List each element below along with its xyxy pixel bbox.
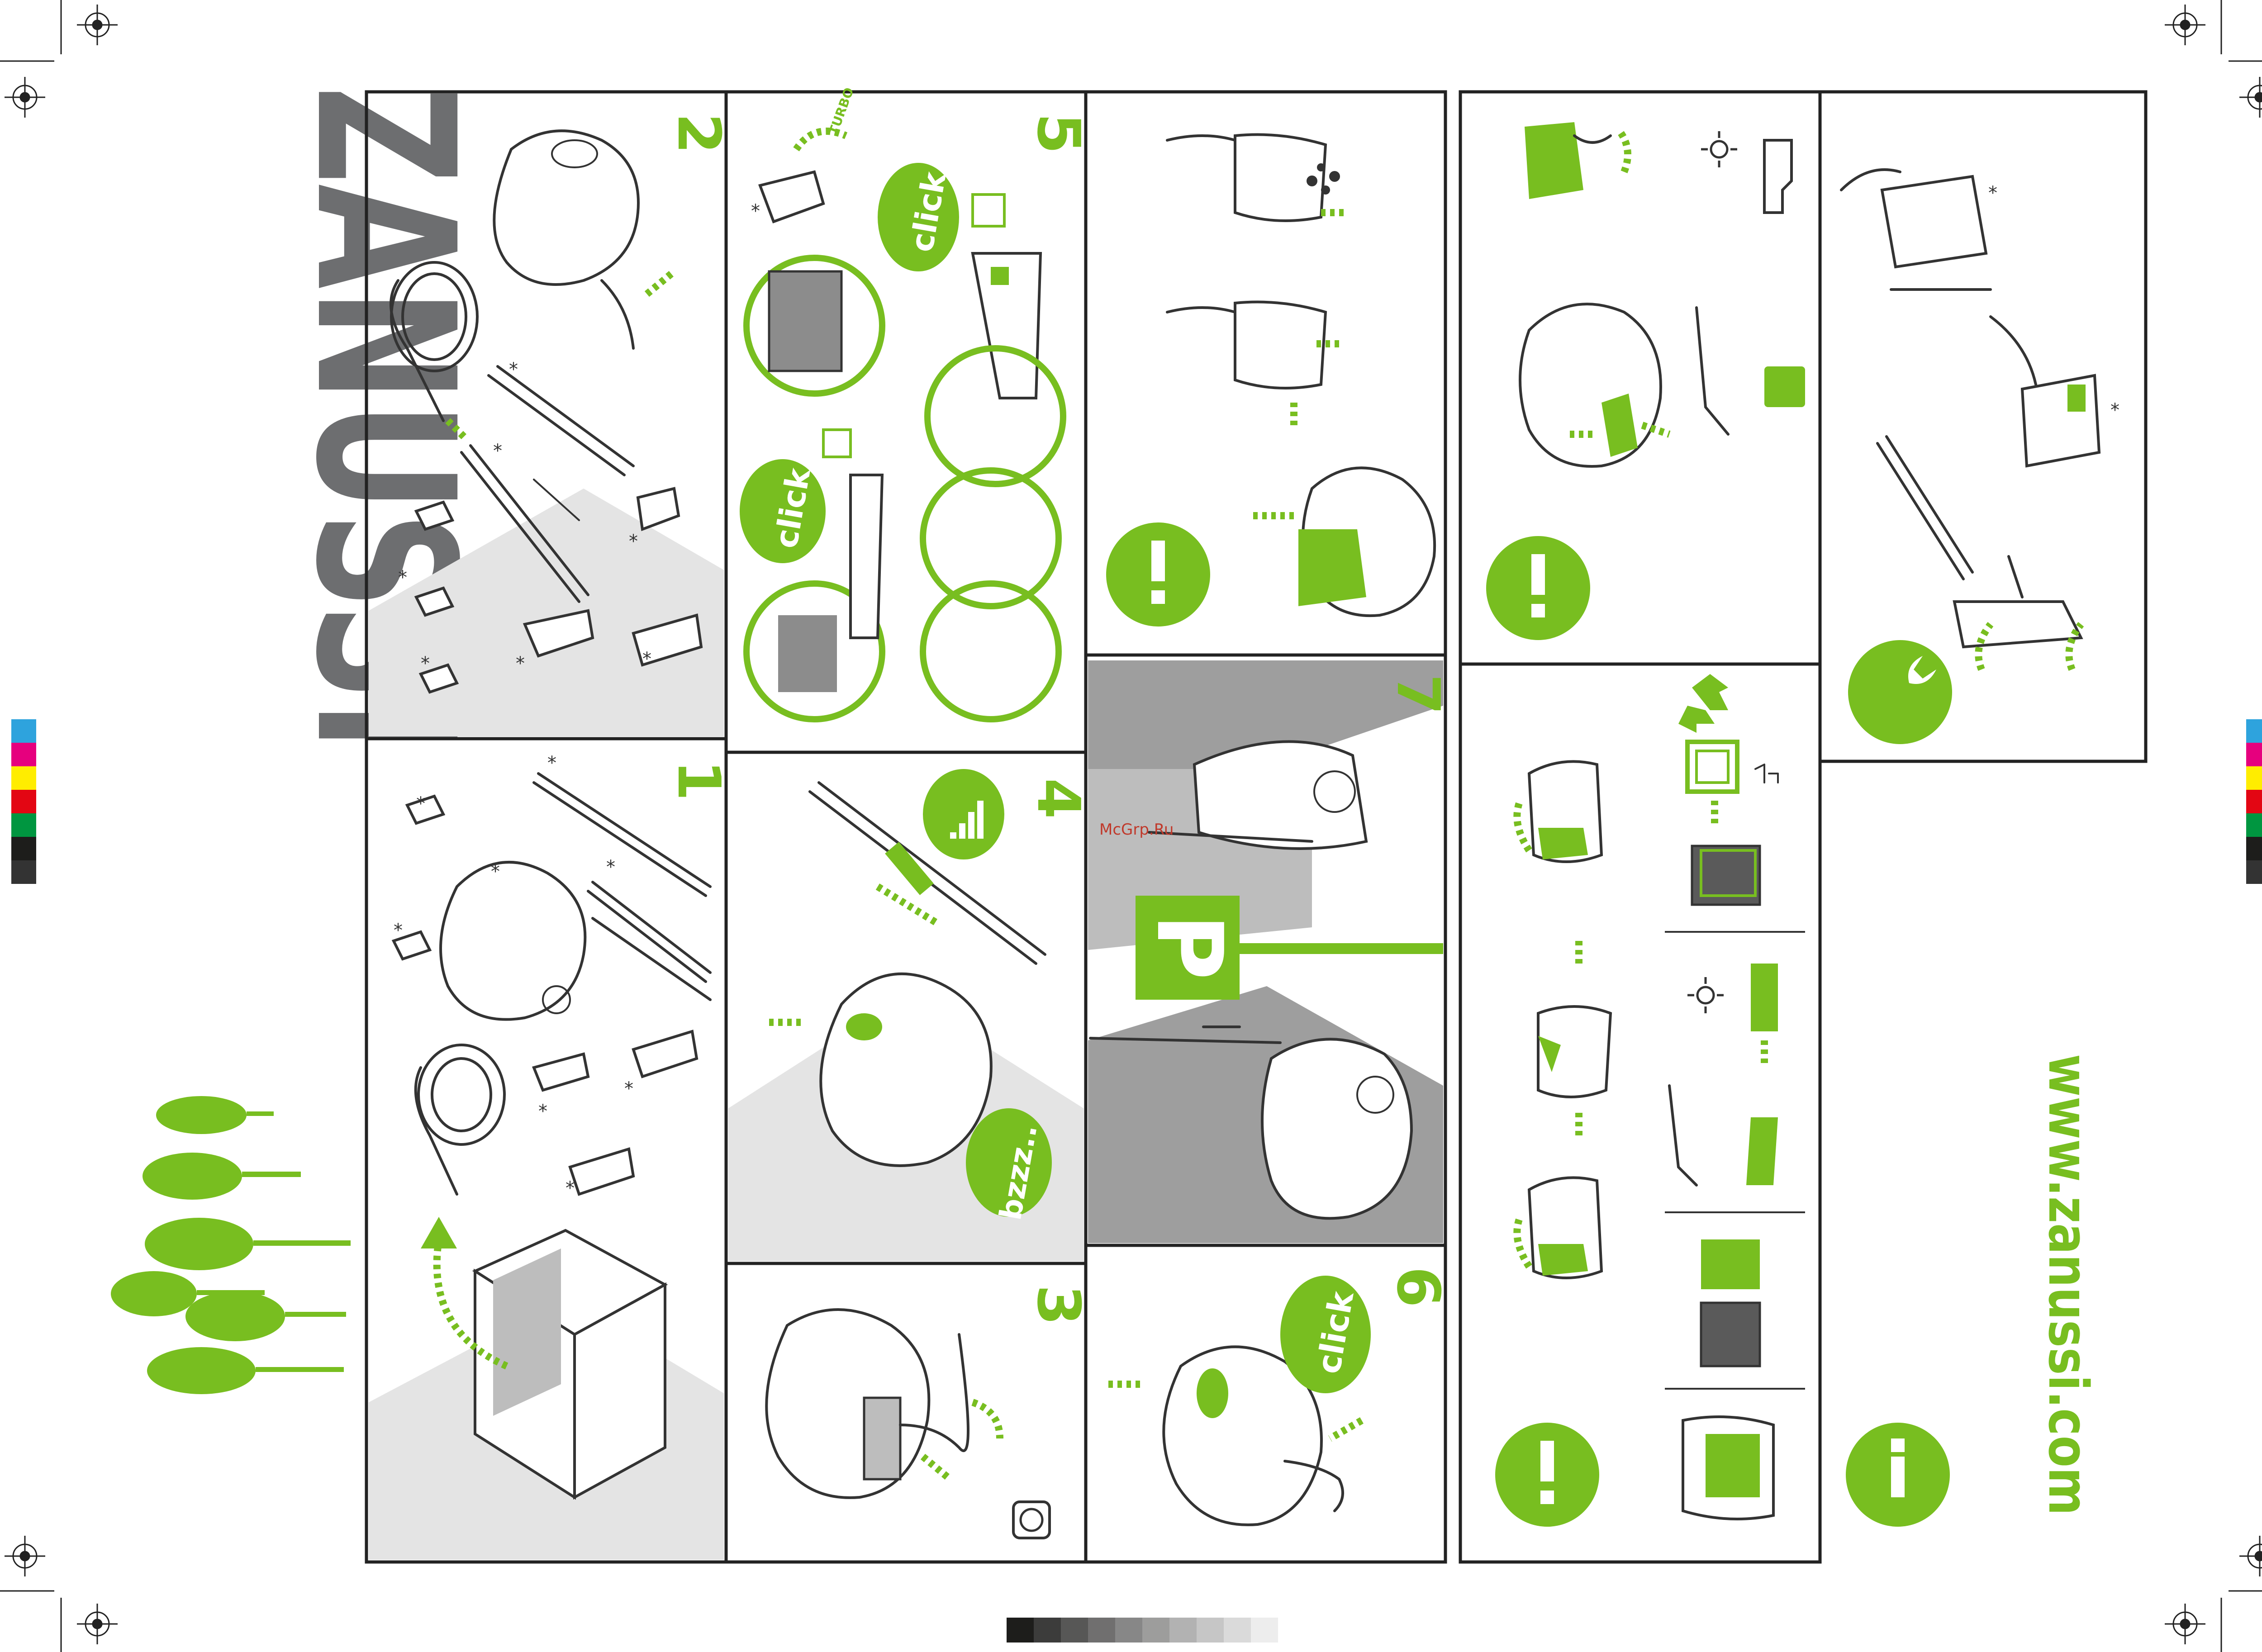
asterisk: * (538, 1101, 547, 1122)
info-block: www.zanussi.com (1846, 1054, 2099, 1527)
panel-step-4: 4 bzzz.. (728, 769, 1093, 1261)
asterisk: * (421, 653, 430, 674)
wrench-icon (1848, 640, 1952, 744)
recycle-icon (1678, 674, 1728, 733)
vacuum-cleaner-illustration (441, 862, 585, 1020)
vacuum-cleaner-illustration (1194, 741, 1366, 849)
panel-step-1: 1 * * * * * * (369, 753, 733, 1560)
trees-decoration (111, 1096, 351, 1394)
tree-icon (111, 1096, 351, 1394)
asterisk: * (491, 861, 500, 882)
asterisk: * (493, 441, 502, 461)
step-number-1: 1 (665, 760, 733, 801)
panel-filter-sponge (1486, 122, 1805, 640)
step-number-3: 3 (1024, 1285, 1093, 1325)
panel-step-3: 3 (766, 1285, 1093, 1538)
asterisk: * (1988, 183, 1997, 204)
asterisk: * (606, 857, 615, 878)
asterisk: * (398, 567, 407, 588)
sun-icon (1687, 977, 1724, 1013)
asterisk: * (516, 653, 525, 674)
step-number-2: 2 (665, 113, 733, 154)
vacuum-cleaner-illustration (1262, 1039, 1411, 1218)
vacuum-cleaner-illustration (494, 131, 638, 285)
step-number-6: 6 (1384, 1267, 1453, 1307)
panel-step-5: 5 TURBO click click * (740, 85, 1093, 719)
sun-icon (1701, 131, 1737, 167)
asterisk: * (509, 359, 518, 380)
asterisk: * (416, 793, 425, 814)
asterisk: * (2110, 400, 2119, 421)
step-number-7: 7 (1384, 674, 1453, 715)
panel-step-7: 7 McGrp.Ru P (1088, 660, 1453, 1243)
asterisk: * (394, 920, 403, 941)
asterisk: * (566, 1178, 575, 1199)
watermark: McGrp.Ru (1099, 821, 1174, 839)
vacuum-cleaner-illustration (766, 1310, 929, 1498)
step-number-4: 4 (1024, 778, 1093, 819)
panel-service: * * (1841, 170, 2119, 744)
asterisk: * (751, 201, 760, 222)
panel-filter-hepa (1495, 674, 1805, 1527)
vacuum-cleaner-illustration (821, 974, 991, 1166)
vacuum-cleaner-illustration (1520, 304, 1661, 466)
panel-step-6: 6 click (1108, 1267, 1453, 1525)
asterisk: * (547, 753, 556, 774)
grey-ramp-bottom (1007, 1618, 1278, 1643)
step-number-5: 5 (1024, 113, 1093, 154)
asterisk: * (629, 531, 638, 552)
hose-illustration (416, 1045, 504, 1194)
website-url: www.zanussi.com (2036, 1054, 2099, 1515)
asterisk: * (642, 649, 651, 669)
park-sign-letter: P (1136, 914, 1242, 980)
panel-empty-container (1106, 135, 1435, 627)
power-socket-icon (1013, 1502, 1050, 1538)
color-bar-left (11, 719, 36, 884)
color-bar-right (2246, 719, 2262, 884)
asterisk: * (624, 1078, 633, 1099)
